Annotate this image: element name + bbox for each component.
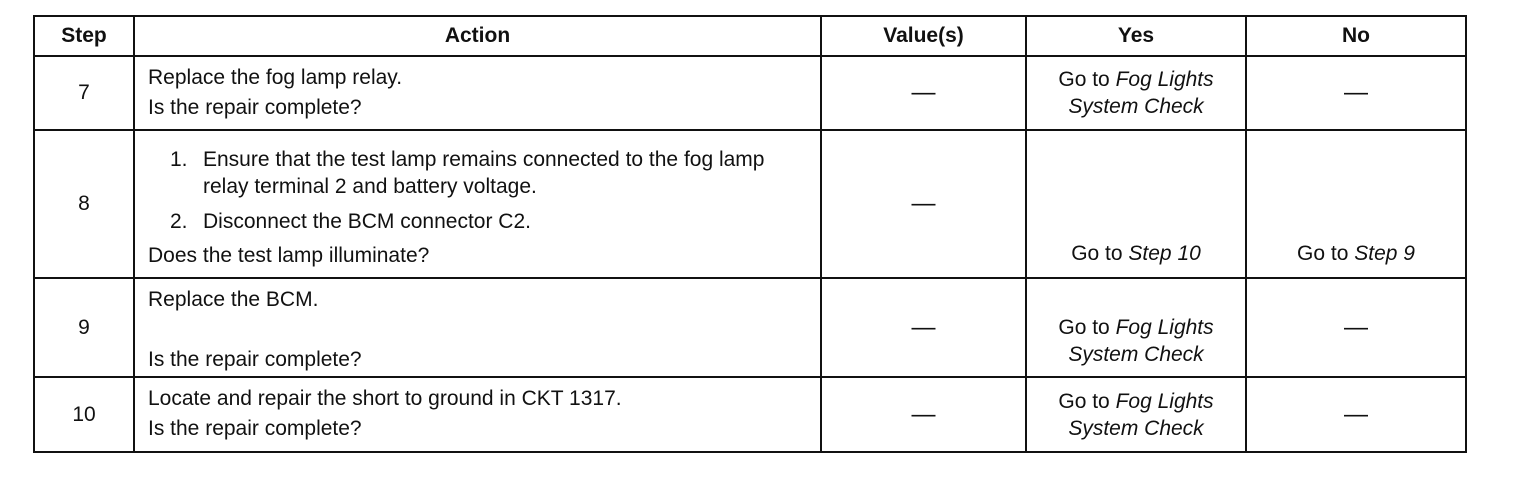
list-item: 1. Ensure that the test lamp remains con… — [148, 146, 812, 200]
action-text: Replace the fog lamp relay. — [148, 66, 403, 89]
yes-prefix: Go to — [1058, 316, 1110, 339]
diagnostic-table: Step Action Value(s) Yes No 7 Replace th… — [33, 15, 1467, 453]
header-yes: Yes — [1025, 15, 1247, 57]
yes-cell: Go to Fog Lights System Check — [1025, 277, 1247, 378]
no-dash: — — [1344, 400, 1368, 428]
no-dash: — — [1344, 79, 1368, 106]
step-number: 9 — [33, 277, 135, 378]
yes-cell: Go to Fog Lights System Check — [1025, 376, 1247, 453]
yes-prefix: Go to — [1058, 68, 1110, 91]
action-question: Does the test lamp illuminate? — [148, 244, 430, 267]
header-row: Step Action Value(s) Yes No — [33, 15, 1467, 57]
no-cell: — — [1245, 277, 1467, 378]
yes-cell: Go to Fog Lights System Check — [1025, 55, 1247, 131]
step-number: 8 — [33, 129, 135, 279]
header-step: Step — [33, 15, 135, 57]
step-number: 10 — [33, 376, 135, 453]
value-cell: — — [820, 55, 1027, 131]
action-text: Replace the BCM. — [148, 288, 319, 311]
header-action: Action — [133, 15, 822, 57]
action-question: Is the repair complete? — [148, 348, 362, 371]
list-item: 2. Disconnect the BCM connector C2. — [148, 208, 812, 235]
list-item-number: 2. — [170, 210, 188, 233]
value-dash: — — [911, 79, 936, 106]
value-dash: — — [911, 400, 936, 428]
value-dash: — — [911, 190, 936, 217]
no-prefix: Go to — [1297, 242, 1349, 265]
header-values: Value(s) — [820, 15, 1027, 57]
action-question: Is the repair complete? — [148, 417, 362, 440]
no-cell: Go to Step 9 — [1245, 129, 1467, 279]
yes-prefix: Go to — [1058, 389, 1110, 413]
list-item-text: Disconnect the BCM connector C2. — [203, 210, 531, 233]
table-row-step-8: 8 1. Ensure that the test lamp remains c… — [33, 129, 1467, 279]
no-dash: — — [1344, 313, 1368, 341]
yes-cell: Go to Step 10 — [1025, 129, 1247, 279]
no-cell: — — [1245, 55, 1467, 131]
list-item-text: Ensure that the test lamp remains connec… — [203, 148, 765, 198]
action-cell: 1. Ensure that the test lamp remains con… — [133, 129, 822, 279]
yes-link[interactable]: Fog Lights System Check — [1068, 316, 1214, 366]
yes-link[interactable]: Fog Lights System Check — [1068, 389, 1214, 440]
value-cell: — — [820, 277, 1027, 378]
action-steps-list: 1. Ensure that the test lamp remains con… — [148, 146, 812, 235]
value-dash: — — [911, 313, 936, 341]
action-cell: Replace the BCM. Is the repair complete? — [133, 277, 822, 378]
action-cell: Replace the fog lamp relay. Is the repai… — [133, 55, 822, 131]
value-cell: — — [820, 376, 1027, 453]
action-text: Locate and repair the short to ground in… — [148, 387, 622, 410]
list-item-number: 1. — [170, 148, 188, 171]
table-row-step-9: 9 Replace the BCM. Is the repair complet… — [33, 277, 1467, 378]
action-cell: Locate and repair the short to ground in… — [133, 376, 822, 453]
no-link[interactable]: Step 9 — [1354, 242, 1415, 265]
no-cell: — — [1245, 376, 1467, 453]
table-row-step-10: 10 Locate and repair the short to ground… — [33, 376, 1467, 453]
step-number: 7 — [33, 55, 135, 131]
header-no: No — [1245, 15, 1467, 57]
table-row-step-7: 7 Replace the fog lamp relay. Is the rep… — [33, 55, 1467, 131]
action-question: Is the repair complete? — [148, 96, 362, 119]
yes-link[interactable]: Fog Lights System Check — [1068, 68, 1214, 118]
yes-link[interactable]: Step 10 — [1128, 242, 1201, 265]
value-cell: — — [820, 129, 1027, 279]
yes-prefix: Go to — [1071, 242, 1123, 265]
